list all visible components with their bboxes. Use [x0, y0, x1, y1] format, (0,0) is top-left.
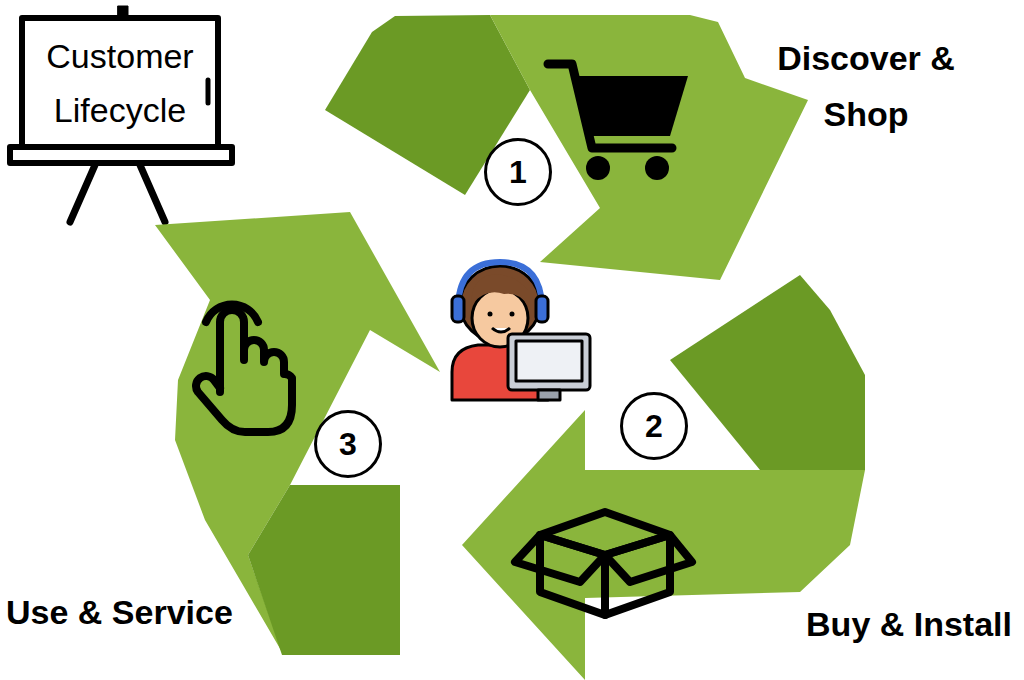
- callout-circle: 2: [620, 392, 688, 460]
- whiteboard-stand: [10, 6, 232, 222]
- board-title: Customer Lifecycle: [34, 29, 206, 137]
- callout-number: 3: [339, 428, 357, 460]
- pointer-hand-icon: [196, 304, 292, 432]
- stage-label: Buy & Install: [806, 596, 1012, 652]
- whiteboard-panel: Customer Lifecycle: [24, 20, 216, 146]
- support-agent-icon: [452, 262, 590, 400]
- callout-circle: 1: [484, 138, 552, 206]
- cycle-arrow: [462, 275, 865, 680]
- box-icon: [515, 512, 692, 615]
- callout-number: 2: [645, 410, 663, 442]
- cycle-arrow: [325, 15, 808, 280]
- stage-label: Discover & Shop: [748, 30, 984, 142]
- cycle-arrow: [155, 212, 440, 655]
- stage-label: Use & Service: [6, 584, 233, 640]
- callout-circle: 3: [314, 410, 382, 478]
- callout-number: 1: [509, 156, 527, 188]
- cart-icon: [548, 64, 688, 180]
